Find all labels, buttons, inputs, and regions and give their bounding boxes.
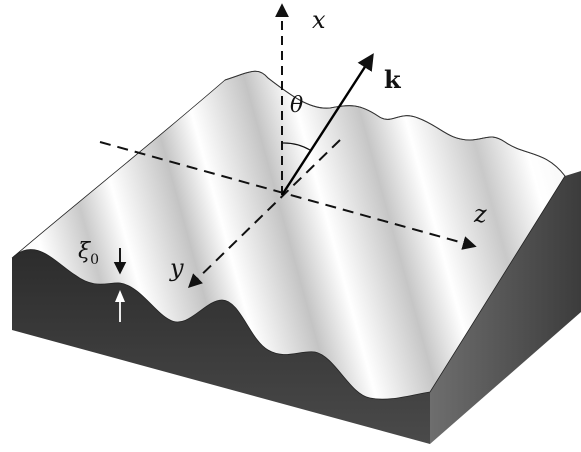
theta-arc	[281, 142, 311, 151]
theta-label: θ	[290, 93, 303, 118]
z-axis	[99, 141, 477, 250]
wave-vector-label: k	[384, 65, 402, 94]
slab-front-side	[12, 249, 430, 444]
amplitude-subscript: 0	[90, 252, 99, 268]
slab-right-side	[430, 171, 581, 444]
amplitude-symbol: ξ	[78, 239, 92, 264]
amplitude-arrow-bottom	[115, 290, 125, 322]
wave-vector-k	[280, 53, 374, 196]
y-axis-label: y	[169, 254, 184, 282]
z-axis-label: z	[473, 200, 487, 228]
amplitude-label: ξ0	[78, 239, 99, 268]
x-axis-label: x	[312, 6, 326, 34]
surface-back-edge	[224, 70, 566, 177]
